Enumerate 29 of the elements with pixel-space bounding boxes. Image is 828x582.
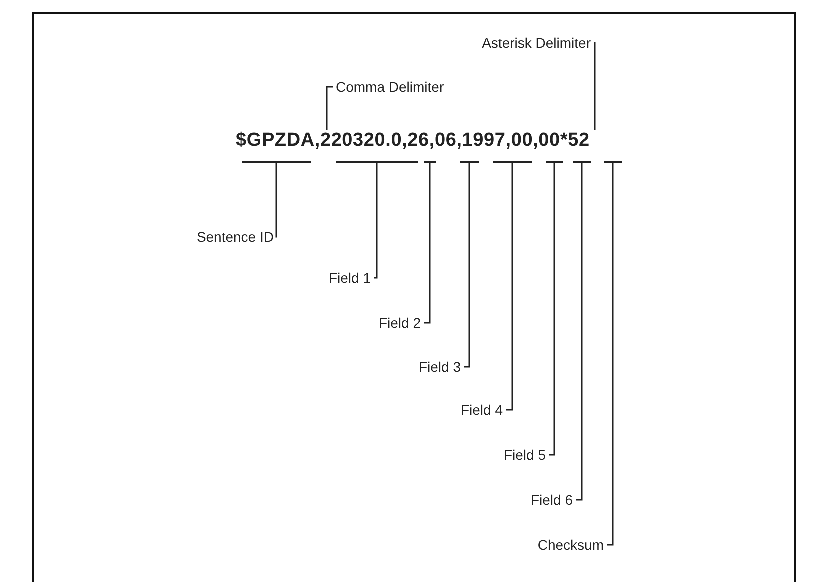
data-sentence: $GPZDA,220320.0,26,06,1997,00,00*52 [236,130,590,152]
leader-line [607,163,614,546]
callout-label: Checksum [538,537,604,553]
leader-line [576,163,583,501]
underline-bar [604,161,622,163]
callout-label: Field 1 [328,270,371,286]
callout-label: Sentence ID [196,229,274,245]
leader-line [374,163,378,279]
callout-label: Field 4 [460,402,503,418]
leader-line [549,163,556,456]
callout-label: Field 6 [530,492,573,508]
callout-label: Comma Delimiter [336,79,444,95]
underline-bar [242,161,311,163]
leader-line [594,42,596,130]
leader-line [276,163,278,238]
callout-label: Asterisk Delimiter [482,35,591,51]
underline-bar [493,161,532,163]
callout-label: Field 2 [378,315,421,331]
underline-bar [336,161,418,163]
leader-line [326,86,333,130]
underline-bar [424,161,436,163]
underline-bar [546,161,563,163]
underline-bar [460,161,479,163]
leader-line [464,163,470,368]
leader-line [506,163,514,411]
leader-line [424,163,431,324]
underline-bar [573,161,591,163]
callout-label: Field 5 [504,447,546,463]
callout-label: Field 3 [418,359,461,375]
